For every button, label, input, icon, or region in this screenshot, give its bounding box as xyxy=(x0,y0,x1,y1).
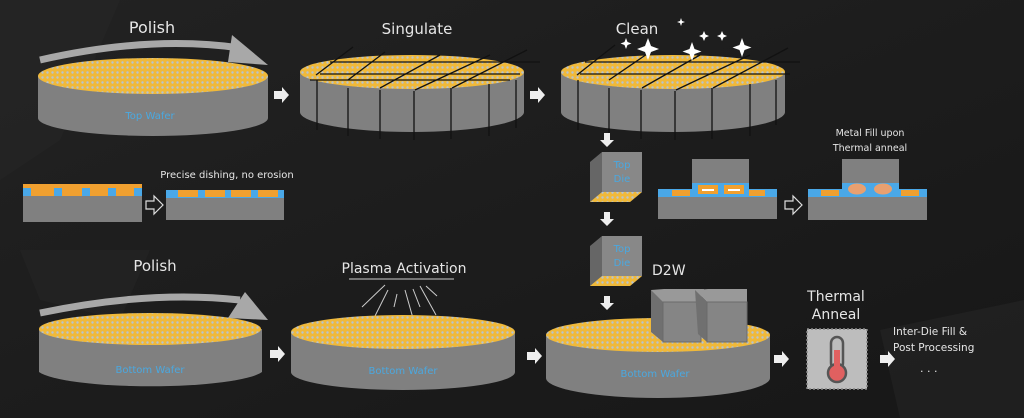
bottom-wafer-surface xyxy=(39,313,261,345)
thermal-anneal-title-line2: Anneal xyxy=(812,307,860,323)
dishing-caption: Precise dishing, no erosion xyxy=(160,170,293,181)
dishing-after-crosssection xyxy=(166,190,284,220)
bottom-wafer-label: Bottom Wafer xyxy=(620,369,690,380)
hollow-arrow-right-icon xyxy=(145,194,164,216)
post-processing-step: Inter-Die Fill & Post Processing . . . xyxy=(893,326,974,375)
top-die-label: Die xyxy=(614,174,631,185)
top-die-label: Top xyxy=(613,244,631,255)
arrow-right-icon xyxy=(527,348,542,364)
cleaned-wafer-side xyxy=(561,72,785,132)
arrow-right-icon xyxy=(274,87,289,103)
arrow-down-icon xyxy=(600,133,614,147)
thermometer-icon xyxy=(826,335,848,384)
clean-title: Clean xyxy=(616,20,659,38)
rotation-arrowhead-icon xyxy=(228,292,268,320)
sparkle-icon xyxy=(620,38,632,49)
singulate-step: Singulate xyxy=(300,20,540,140)
top-die-2: Top Die xyxy=(590,236,642,286)
metal-fill-caption-line2: Thermal anneal xyxy=(832,143,907,154)
top-die-label: Top xyxy=(613,160,631,171)
metal-fill-caption-line1: Metal Fill upon xyxy=(836,128,905,139)
bottom-wafer-surface xyxy=(291,315,515,349)
top-die-label: Die xyxy=(614,258,631,269)
clean-step: Clean xyxy=(561,18,800,140)
bottom-wafer-side xyxy=(39,329,262,387)
dishing-before-crosssection xyxy=(23,184,142,222)
rotation-arrowhead-icon xyxy=(228,35,268,65)
sparkle-icon xyxy=(699,31,709,41)
post-processing-line1: Inter-Die Fill & xyxy=(893,326,967,338)
bottom-wafer-label: Bottom Wafer xyxy=(115,365,185,376)
singulated-wafer-side xyxy=(300,72,524,132)
sparkle-icon xyxy=(677,18,685,26)
thermal-anneal-title-line1: Thermal xyxy=(806,289,865,305)
bottom-wafer-side xyxy=(546,335,770,398)
sparkle-icon xyxy=(732,38,752,57)
sparkle-icons xyxy=(620,18,752,61)
bonded-crosssection-before xyxy=(658,159,777,219)
bonded-die xyxy=(651,289,704,343)
bonded-crosssection-after xyxy=(808,159,927,220)
plasma-activation-title: Plasma Activation xyxy=(342,261,467,277)
singulate-title: Singulate xyxy=(382,20,453,38)
sparkle-icon xyxy=(637,38,659,60)
top-polish-title: Polish xyxy=(129,18,175,37)
hollow-arrow-right-icon xyxy=(784,194,803,216)
top-die-1: Top Die xyxy=(590,152,642,202)
thermal-anneal-step: Thermal Anneal xyxy=(806,289,868,390)
bottom-polish-title: Polish xyxy=(133,257,176,275)
sparkle-icon xyxy=(682,42,702,61)
arrow-right-icon xyxy=(774,351,789,367)
cleaned-wafer-surface xyxy=(561,55,785,89)
arrow-right-icon xyxy=(270,346,285,362)
sparkle-icon xyxy=(717,31,727,41)
post-processing-ellipsis: . . . xyxy=(920,362,937,375)
plasma-activation-step: Plasma Activation Bottom Wafer xyxy=(291,261,515,390)
arrow-right-icon xyxy=(530,87,545,103)
arrow-down-icon xyxy=(600,296,614,310)
d2w-step: D2W Bottom Wafer xyxy=(546,263,770,398)
arrow-down-icon xyxy=(600,212,614,226)
bg-shape xyxy=(880,300,1024,418)
bottom-wafer-label: Bottom Wafer xyxy=(368,366,438,377)
singulated-wafer-surface xyxy=(300,55,524,89)
dicing-lines xyxy=(310,46,540,140)
dicing-lines xyxy=(576,44,800,140)
rotation-arrow-icon xyxy=(39,293,241,317)
post-processing-line2: Post Processing xyxy=(893,342,974,354)
bonded-die xyxy=(695,289,748,343)
rotation-arrow-icon xyxy=(39,40,241,64)
top-wafer-surface xyxy=(38,58,268,94)
bottom-polish-step: Polish Bottom Wafer xyxy=(39,257,268,387)
arrow-right-icon xyxy=(880,351,895,367)
top-polish-step: Polish Top Wafer xyxy=(38,18,268,136)
top-wafer-label: Top Wafer xyxy=(124,111,175,122)
d2w-title: D2W xyxy=(652,263,686,279)
